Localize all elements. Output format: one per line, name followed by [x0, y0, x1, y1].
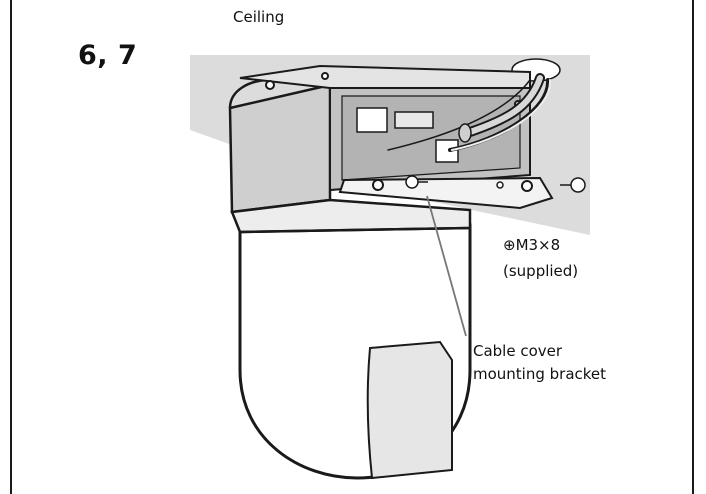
terminal-blocks — [356, 107, 459, 163]
bracket-label-line1: Cable cover — [473, 342, 563, 360]
right-border-line — [692, 0, 694, 494]
step-number: 6, 7 — [78, 40, 138, 71]
screw-note-label: (supplied) — [503, 262, 579, 280]
left-border-line — [10, 0, 12, 494]
cables — [387, 73, 552, 152]
screw-callout: ⊕M3×8 (supplied) — [503, 232, 578, 284]
bracket-label-line2: mounting bracket — [473, 365, 607, 383]
screws — [405, 175, 586, 193]
lens-window — [366, 340, 453, 480]
bracket-leader-line — [426, 195, 467, 337]
bracket-callout: Cable cover mounting bracket — [473, 340, 606, 386]
ceiling-label: Ceiling — [233, 8, 285, 26]
screw-size-label: ⊕M3×8 — [503, 236, 561, 254]
